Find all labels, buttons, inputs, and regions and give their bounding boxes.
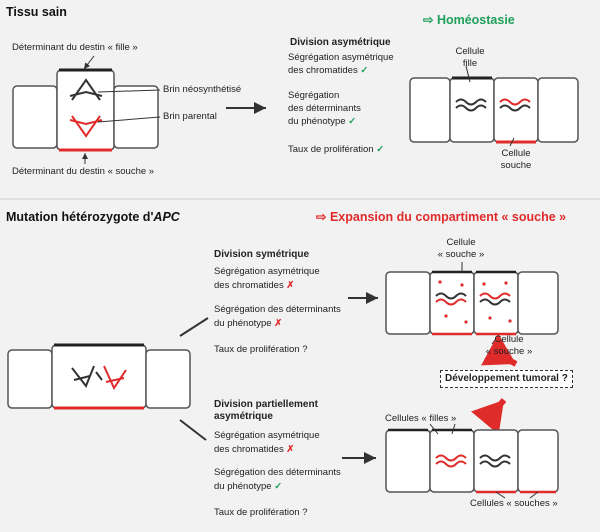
pointer-cellule-fille — [465, 65, 471, 83]
top-division-title: Division asymétrique — [290, 37, 391, 48]
pointer-brin-neo — [97, 89, 161, 93]
bottom-section-title: Mutation hétérozygote d'APC — [6, 210, 180, 224]
pointer-det-fille — [83, 55, 95, 70]
red-arrow-from-sym — [481, 333, 518, 367]
sym-item2-line1: Ségrégation des déterminants — [214, 304, 341, 315]
top-item1-line2: des chromatides ✓ — [288, 65, 369, 76]
cross-icon: ✗ — [286, 280, 295, 291]
part-item3: Taux de prolifération ? — [214, 507, 308, 518]
sym-item1-line1: Ségrégation asymétrique — [214, 266, 320, 277]
label-cellules-filles: Cellules « filles » — [385, 413, 457, 424]
sym-item1-line2: des chromatides ✗ — [214, 280, 295, 291]
label-sym-cellule: Cellule« souche » — [437, 237, 485, 260]
label-sym-cellule2: Cellule« souche » — [485, 334, 533, 357]
top-section-title: Tissu sain — [6, 5, 67, 19]
top-item2-line2: des déterminants — [288, 103, 361, 114]
sym-division-title: Division symétrique — [214, 249, 310, 260]
sym-daughter-cells — [385, 270, 559, 336]
top-daughter-cells — [409, 76, 579, 144]
cross-icon: ✗ — [274, 318, 283, 329]
label-det-souche: Déterminant du destin « souche » — [12, 166, 155, 177]
part-item2-line2: du phénotype ✓ — [214, 481, 283, 492]
sym-item3: Taux de prolifération ? — [214, 344, 308, 355]
top-item3: Taux de prolifération ✓ — [288, 144, 385, 155]
pointer-filles-2 — [451, 423, 456, 435]
arrow-up-branch — [179, 317, 209, 337]
top-result-label: ⇨ Homéostasie — [423, 13, 515, 27]
red-arrow-from-part — [470, 398, 507, 435]
part-item1-line1: Ségrégation asymétrique — [214, 430, 320, 441]
check-icon: ✓ — [348, 116, 357, 127]
label-brin-neo: Brin néosynthétisé — [163, 84, 242, 95]
arrow-down-branch — [179, 419, 207, 441]
bottom-cells — [7, 343, 191, 410]
top-item1-line1: Ségrégation asymétrique — [288, 52, 394, 63]
cross-icon: ✗ — [286, 444, 295, 455]
check-icon: ✓ — [274, 481, 283, 492]
pointer-filles-1 — [429, 423, 439, 435]
top-item2-line3: du phénotype ✓ — [288, 116, 357, 127]
tumoral-development-box: Développement tumoral ? — [440, 370, 573, 388]
pointer-souches-2 — [529, 491, 539, 499]
label-brin-parental: Brin parental — [163, 111, 217, 122]
pointer-souches-1 — [495, 491, 506, 499]
pointer-cellule-souche — [509, 137, 515, 147]
part-item1-line2: des chromatides ✗ — [214, 444, 295, 455]
check-icon: ✓ — [376, 144, 385, 155]
bottom-result-label: ⇨ Expansion du compartiment « souche » — [316, 210, 567, 224]
check-icon: ✓ — [360, 65, 369, 76]
pointer-brin-parental — [97, 116, 161, 123]
top-item2-line1: Ségrégation — [288, 90, 340, 101]
part-daughter-cells — [385, 428, 559, 494]
label-cellules-souches: Cellules « souches » — [470, 498, 558, 509]
sym-item2-line2: du phénotype ✗ — [214, 318, 283, 329]
top-cells — [12, 68, 159, 152]
label-det-fille: Déterminant du destin « fille » — [12, 42, 138, 53]
part-item2-line1: Ségrégation des déterminants — [214, 467, 341, 478]
